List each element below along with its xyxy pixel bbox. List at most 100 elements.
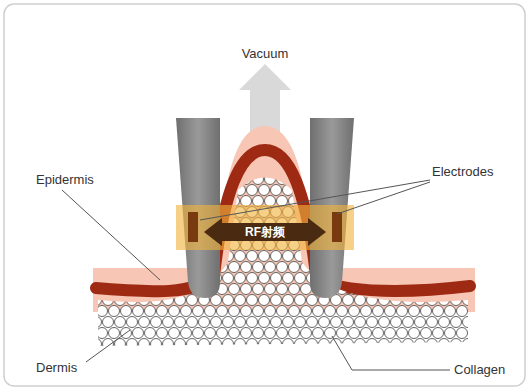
collagen-fibre bbox=[217, 328, 228, 339]
collagen-fibre bbox=[367, 251, 378, 262]
collagen-fibre bbox=[361, 306, 372, 317]
collagen-fibre bbox=[397, 196, 408, 207]
collagen-fibre bbox=[259, 317, 270, 328]
collagen-fibre bbox=[385, 328, 396, 339]
collagen-fibre bbox=[301, 262, 312, 273]
collagen-fibre bbox=[385, 240, 396, 251]
collagen-fibre bbox=[463, 251, 474, 262]
epidermis-band bbox=[96, 150, 470, 291]
collagen-fibre bbox=[259, 163, 270, 174]
collagen-fibre bbox=[421, 262, 432, 273]
collagen-fibre bbox=[157, 284, 168, 295]
collagen-fibre bbox=[139, 163, 150, 174]
collagen-fibre bbox=[349, 262, 360, 273]
collagen-fibre bbox=[433, 306, 444, 317]
collagen-fibre bbox=[91, 317, 102, 328]
collagen-fibre bbox=[415, 207, 426, 218]
collagen-fibre bbox=[163, 273, 174, 284]
collagen-fibre bbox=[379, 317, 390, 328]
collagen-fibre bbox=[439, 185, 450, 196]
collagen-fibre bbox=[409, 262, 420, 273]
collagen-fibre bbox=[133, 196, 144, 207]
collagen-fibre bbox=[295, 317, 306, 328]
collagen-fibre bbox=[349, 174, 360, 185]
collagen-fibre bbox=[187, 295, 198, 306]
collagen-fibre bbox=[223, 295, 234, 306]
collagen-fibre bbox=[361, 240, 372, 251]
collagen-fibre bbox=[367, 207, 378, 218]
collagen-fibre bbox=[181, 328, 192, 339]
collagen-fibre bbox=[235, 273, 246, 284]
collagen-fibre bbox=[397, 284, 408, 295]
collagen-fibre bbox=[103, 273, 114, 284]
collagen-fibre bbox=[379, 163, 390, 174]
collagen-fibre bbox=[307, 339, 318, 350]
collagen-fibre bbox=[343, 295, 354, 306]
collagen-fibre bbox=[247, 339, 258, 350]
collagen-fibre bbox=[289, 262, 300, 273]
collagen-fibre bbox=[157, 196, 168, 207]
collagen-fibre bbox=[223, 339, 234, 350]
collagen-fibre bbox=[253, 306, 264, 317]
collagen-fibre bbox=[253, 328, 264, 339]
collagen-fibre bbox=[121, 196, 132, 207]
collagen-fibre bbox=[133, 218, 144, 229]
collagen-fibre bbox=[295, 251, 306, 262]
collagen-fibre bbox=[361, 284, 372, 295]
collagen-fibre bbox=[121, 218, 132, 229]
collagen-fibre bbox=[289, 196, 300, 207]
collagen-fibre bbox=[109, 284, 120, 295]
collagen-fibre bbox=[169, 306, 180, 317]
leader-line bbox=[86, 330, 130, 362]
collagen-fibre bbox=[421, 196, 432, 207]
vacuum-label: Vacuum bbox=[242, 46, 289, 62]
collagen-fibre bbox=[337, 328, 348, 339]
collagen-fibre bbox=[391, 273, 402, 284]
collagen-fibre bbox=[109, 196, 120, 207]
collagen-fibre bbox=[277, 328, 288, 339]
collagen-fibre bbox=[145, 196, 156, 207]
collagen-fibre bbox=[175, 339, 186, 350]
collagen-fibre bbox=[385, 306, 396, 317]
collagen-fibre bbox=[379, 229, 390, 240]
collagen-fibre bbox=[451, 273, 462, 284]
collagen-fibre bbox=[265, 284, 276, 295]
collagen-fibre bbox=[277, 262, 288, 273]
collagen-fibre bbox=[283, 185, 294, 196]
collagen-fibre bbox=[427, 185, 438, 196]
collagen-fibre bbox=[397, 174, 408, 185]
collagen-fibre bbox=[163, 163, 174, 174]
collagen-fibre bbox=[151, 317, 162, 328]
collagen-fibre bbox=[109, 174, 120, 185]
collagen-fibre bbox=[199, 339, 210, 350]
collagen-fibre bbox=[115, 229, 126, 240]
collagen-fibre bbox=[211, 317, 222, 328]
collagen-fibre bbox=[379, 273, 390, 284]
collagen-fibre bbox=[451, 185, 462, 196]
collagen-fibre bbox=[403, 295, 414, 306]
collagen-fibre bbox=[169, 196, 180, 207]
collagen-fibre bbox=[301, 328, 312, 339]
collagen-fibre bbox=[391, 163, 402, 174]
collagen-fibre bbox=[271, 317, 282, 328]
collagen-fibre bbox=[115, 251, 126, 262]
collagen-fibre bbox=[235, 185, 246, 196]
collagen-fibre bbox=[385, 218, 396, 229]
collagen-fibre bbox=[103, 317, 114, 328]
collagen-fibre bbox=[427, 273, 438, 284]
collagen-fibre bbox=[229, 262, 240, 273]
collagen-fibre bbox=[313, 306, 324, 317]
collagen-fibre bbox=[103, 163, 114, 174]
collagen-fibre bbox=[211, 339, 222, 350]
collagen-fibre bbox=[397, 240, 408, 251]
collagen-fibre bbox=[391, 207, 402, 218]
collagen-fibre bbox=[259, 185, 270, 196]
collagen-fibre bbox=[403, 339, 414, 350]
leader-line bbox=[332, 336, 450, 370]
collagen-fibre bbox=[151, 163, 162, 174]
collagen-fibre bbox=[301, 174, 312, 185]
collagen-fibre bbox=[169, 328, 180, 339]
collagen-fibre bbox=[355, 317, 366, 328]
collagen-fibre bbox=[145, 240, 156, 251]
